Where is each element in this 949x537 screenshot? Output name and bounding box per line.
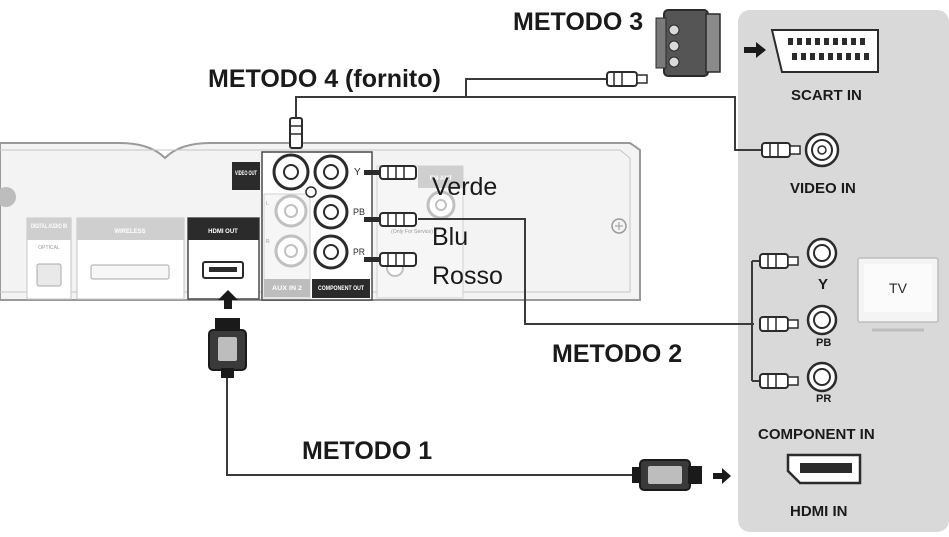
tv-label: TV <box>889 280 908 296</box>
aux-l-label: L <box>266 201 269 207</box>
wireless-label: WIRELESS <box>114 229 145 235</box>
scart-in-label: SCART IN <box>791 87 862 104</box>
av-ports-block: VIDEO OUT L R AUX IN 2 Y PB PR COMPONENT… <box>232 151 373 301</box>
component-pb-plug-icon <box>364 212 417 227</box>
method-2-label: METODO 2 <box>552 340 682 368</box>
component-in-jacks <box>759 237 838 393</box>
rca-plug-icon <box>606 71 648 87</box>
screw-icon <box>0 187 16 207</box>
method-4-label: METODO 4 (fornito) <box>208 65 441 93</box>
arrow-right-icon <box>744 42 766 58</box>
component-pr-label: PR <box>816 393 831 405</box>
component-y-plug-icon <box>364 165 417 180</box>
video-in-wire <box>466 96 764 151</box>
hdmi-out-block: HDMI OUT <box>187 217 260 300</box>
method-3-label: METODO 3 <box>513 8 643 36</box>
arrow-right-icon <box>713 468 731 484</box>
optical-label: OPTICAL <box>38 245 60 251</box>
wire-green-label: Verde <box>432 173 497 201</box>
video-in-plug-and-jack <box>761 132 840 168</box>
ground-screw-icon <box>305 186 317 198</box>
digital-audio-in-block: DIGITAL AUDIO IN OPTICAL <box>26 217 72 300</box>
method-1-wire <box>226 376 632 476</box>
component-y-label: Y <box>818 276 828 293</box>
scart-adapter-icon <box>655 9 721 77</box>
only-for-service-label: (Only For Service) <box>391 229 433 235</box>
method-1-label: METODO 1 <box>302 437 432 465</box>
optical-port <box>36 263 62 287</box>
component-in-label: COMPONENT IN <box>758 426 875 443</box>
component-pb-label: PB <box>816 337 831 349</box>
fm-ant-label: FM ANT <box>430 176 453 182</box>
component-out-label: COMPONENT OUT <box>318 286 364 292</box>
hdmi-in-port <box>786 453 862 485</box>
hdmi-out-label: HDMI OUT <box>208 229 238 235</box>
hdmi-in-label: HDMI IN <box>790 503 848 520</box>
aux-r-label: R <box>266 239 270 245</box>
video-out-label: VIDEO OUT <box>235 171 257 177</box>
video-in-label: VIDEO IN <box>790 180 856 197</box>
tv-panel-background <box>738 10 949 532</box>
aux-in-label: AUX IN 2 <box>272 286 303 292</box>
component-y-port-label: Y <box>354 167 361 178</box>
method-2-wire <box>418 218 754 325</box>
component-pr-plug-icon <box>364 252 417 267</box>
hdmi-plug-icon <box>208 318 247 378</box>
wire-blue-label: Blu <box>432 223 468 251</box>
fm-ant-block: FM ANT (Only For Service) <box>376 165 464 299</box>
digital-audio-in-label: DIGITAL AUDIO IN <box>31 224 67 230</box>
wireless-port <box>90 264 170 280</box>
screw-icon <box>611 218 627 234</box>
composite-plug-icon <box>289 117 303 149</box>
component-pb-port-label: PB <box>353 207 365 217</box>
tv-icon <box>857 257 939 332</box>
wire-red-label: Rosso <box>432 262 503 290</box>
scart-in-port <box>770 29 879 73</box>
hdmi-plug-to-tv-icon <box>632 459 702 491</box>
component-pr-port-label: PR <box>353 247 365 257</box>
wireless-block: WIRELESS <box>76 217 185 300</box>
arrow-up-icon <box>218 290 238 309</box>
tv-panel <box>738 10 949 532</box>
